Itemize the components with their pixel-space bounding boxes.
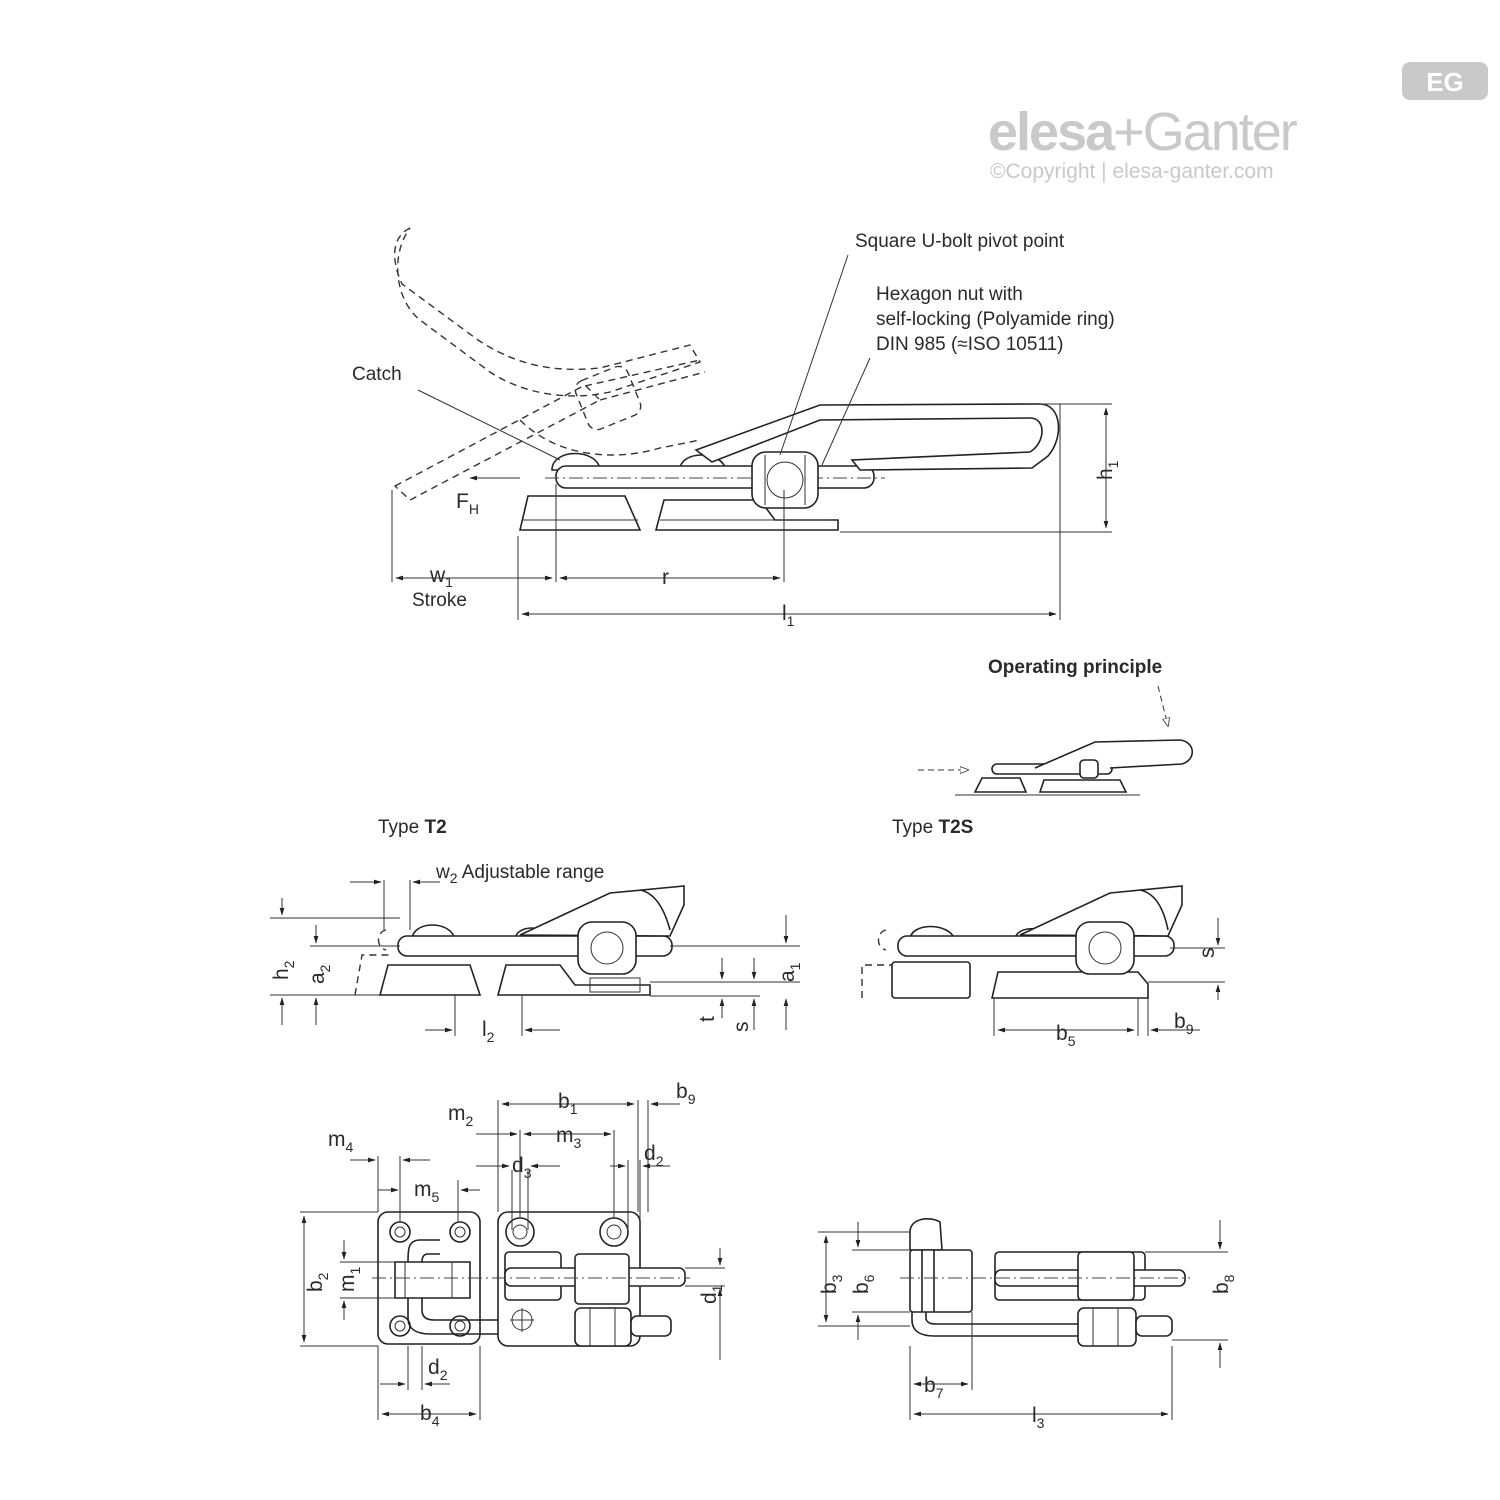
dim-a1: a1 bbox=[776, 962, 803, 982]
dim-b2: b2 bbox=[304, 1272, 331, 1292]
operating-principle-diagram bbox=[918, 685, 1194, 796]
dim-t: t bbox=[696, 1016, 719, 1022]
type-t2s-side-view bbox=[861, 885, 1225, 1036]
dim-m3: m3 bbox=[556, 1124, 582, 1151]
callout-catch: Catch bbox=[352, 364, 402, 385]
main-side-view bbox=[391, 227, 1112, 620]
dim-b8: b8 bbox=[1210, 1274, 1237, 1294]
dim-b1: b1 bbox=[558, 1090, 578, 1117]
callout-nut-line1: Hexagon nut with bbox=[876, 284, 1023, 305]
type-t2s-label: Type T2S bbox=[892, 817, 973, 838]
dim-h1: h1 bbox=[1094, 460, 1121, 480]
dim-d3: d3 bbox=[512, 1154, 532, 1181]
w2-label: w2 Adjustable range bbox=[435, 862, 604, 886]
dim-r: r bbox=[662, 566, 669, 589]
dim-b6: b6 bbox=[850, 1274, 877, 1294]
callout-pivot-point: Square U-bolt pivot point bbox=[855, 231, 1065, 252]
brand-logo-plus: + bbox=[1113, 102, 1143, 162]
type-t2-top-view bbox=[300, 1100, 725, 1420]
dim-d2-top: d2 bbox=[644, 1142, 664, 1169]
dim-b3: b3 bbox=[818, 1274, 845, 1294]
dim-w1: w1 bbox=[429, 564, 453, 590]
dim-s-t2s: s bbox=[1196, 948, 1219, 959]
dim-m5: m5 bbox=[414, 1178, 440, 1205]
lever-handle bbox=[694, 403, 1060, 471]
brand-badge-icon bbox=[1402, 62, 1488, 100]
dim-l1: l1 bbox=[782, 602, 795, 629]
force-label: FH bbox=[456, 490, 479, 517]
dim-b7: b7 bbox=[924, 1374, 944, 1401]
dim-l2: l2 bbox=[482, 1018, 495, 1045]
svg-text:elesa+Ganter: elesa+Ganter bbox=[988, 102, 1298, 162]
brand-copyright: ©Copyright | elesa-ganter.com bbox=[990, 160, 1274, 183]
dim-h2: h2 bbox=[270, 960, 297, 980]
catch-base-plate bbox=[518, 495, 642, 531]
type-t2-label: Type T2 bbox=[378, 817, 447, 838]
dim-b9-top: b9 bbox=[676, 1080, 696, 1107]
brand-logo-right: Ganter bbox=[1143, 102, 1298, 162]
brand-logo: EG elesa+Ganter ©Copyright | elesa-gante… bbox=[988, 62, 1488, 183]
dim-b4: b4 bbox=[420, 1402, 440, 1429]
hex-nut bbox=[751, 451, 819, 509]
dim-d2-bottom: d2 bbox=[428, 1356, 448, 1383]
callout-nut-line2: self-locking (Polyamide ring) bbox=[876, 309, 1115, 330]
type-t2s-top-view bbox=[818, 1218, 1228, 1420]
type-t2-side-view bbox=[270, 879, 800, 1036]
stroke-label: Stroke bbox=[412, 590, 467, 611]
dim-l3: l3 bbox=[1032, 1404, 1045, 1431]
u-bolt-rod bbox=[555, 465, 875, 489]
dim-d1: d1 bbox=[698, 1284, 725, 1304]
dim-s: s bbox=[730, 1022, 753, 1033]
open-handle-ghost bbox=[393, 227, 702, 397]
operating-principle-label: Operating principle bbox=[988, 657, 1162, 678]
dim-m1: m1 bbox=[336, 1267, 363, 1293]
dim-m2: m2 bbox=[448, 1102, 474, 1129]
dim-b5: b5 bbox=[1056, 1022, 1076, 1049]
dim-b9-t2s: b9 bbox=[1174, 1010, 1194, 1037]
brand-badge: EG bbox=[1426, 67, 1464, 97]
dim-m4: m4 bbox=[328, 1128, 354, 1155]
dim-a2: a2 bbox=[306, 964, 333, 984]
callout-nut-line3: DIN 985 (≈ISO 10511) bbox=[876, 334, 1064, 355]
brand-logo-left: elesa bbox=[988, 102, 1116, 162]
